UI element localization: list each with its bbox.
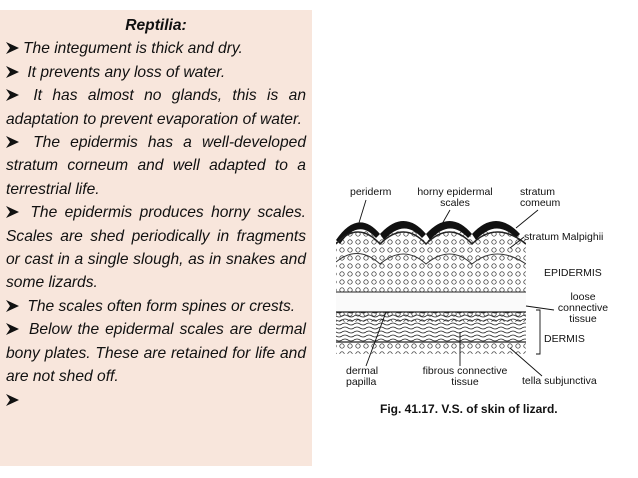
- label-dermis: DERMIS: [544, 333, 585, 345]
- skin-section-figure: periderm horny epidermal scales stratum …: [330, 182, 638, 422]
- bullet-text: The epidermis has a well-developed strat…: [6, 134, 306, 198]
- bullet-item: The integument is thick and dry.: [6, 37, 306, 60]
- label-horny-scales: horny epidermal scales: [417, 186, 493, 209]
- label-fibrous-tissue: fibrous connective tissue: [422, 365, 508, 388]
- bullet-item: It prevents any loss of water.: [6, 61, 306, 84]
- label-periderm: periderm: [350, 186, 392, 198]
- label-stratum-malpighii: stratum Malpighii: [524, 231, 604, 243]
- bullet-text: It prevents any loss of water.: [23, 63, 226, 81]
- arrow-bullet-icon: [6, 393, 19, 406]
- bullet-text: It has almost no glands, this is an adap…: [6, 87, 306, 128]
- bullet-item: [6, 389, 306, 412]
- bullet-item: It has almost no glands, this is an adap…: [6, 84, 306, 131]
- bullet-item: Below the epidermal scales are dermal bo…: [6, 318, 306, 388]
- arrow-bullet-icon: [6, 136, 19, 149]
- label-stratum-corneum: stratum comeum: [520, 186, 561, 209]
- bullet-item: The epidermis produces horny scales. Sca…: [6, 201, 306, 295]
- slide-text-panel: Reptilia: The integument is thick and dr…: [0, 10, 312, 466]
- label-loose-tissue: loose connective tissue: [557, 291, 609, 325]
- bullet-text: Below the epidermal scales are dermal bo…: [6, 321, 306, 386]
- label-epidermis: EPIDERMIS: [544, 267, 602, 279]
- arrow-bullet-icon: [6, 42, 19, 55]
- bullet-text: The scales often form spines or crests.: [23, 297, 296, 315]
- figure-caption: Fig. 41.17. V.S. of skin of lizard.: [380, 402, 558, 416]
- skin-section-drawing: [336, 199, 555, 377]
- bullet-text: The integument is thick and dry.: [23, 40, 243, 58]
- label-tella: tella subjunctiva: [522, 375, 597, 387]
- bullet-text: The epidermis produces horny scales. Sca…: [6, 204, 306, 292]
- slide-heading: Reptilia:: [125, 17, 187, 34]
- bullet-item: The scales often form spines or crests.: [6, 295, 306, 318]
- arrow-bullet-icon: [6, 299, 19, 312]
- arrow-bullet-icon: [6, 206, 19, 219]
- label-dermal-papilla: dermal papilla: [346, 365, 379, 388]
- bullet-item: The epidermis has a well-developed strat…: [6, 131, 306, 201]
- arrow-bullet-icon: [6, 65, 19, 78]
- arrow-bullet-icon: [6, 323, 19, 336]
- arrow-bullet-icon: [6, 89, 19, 102]
